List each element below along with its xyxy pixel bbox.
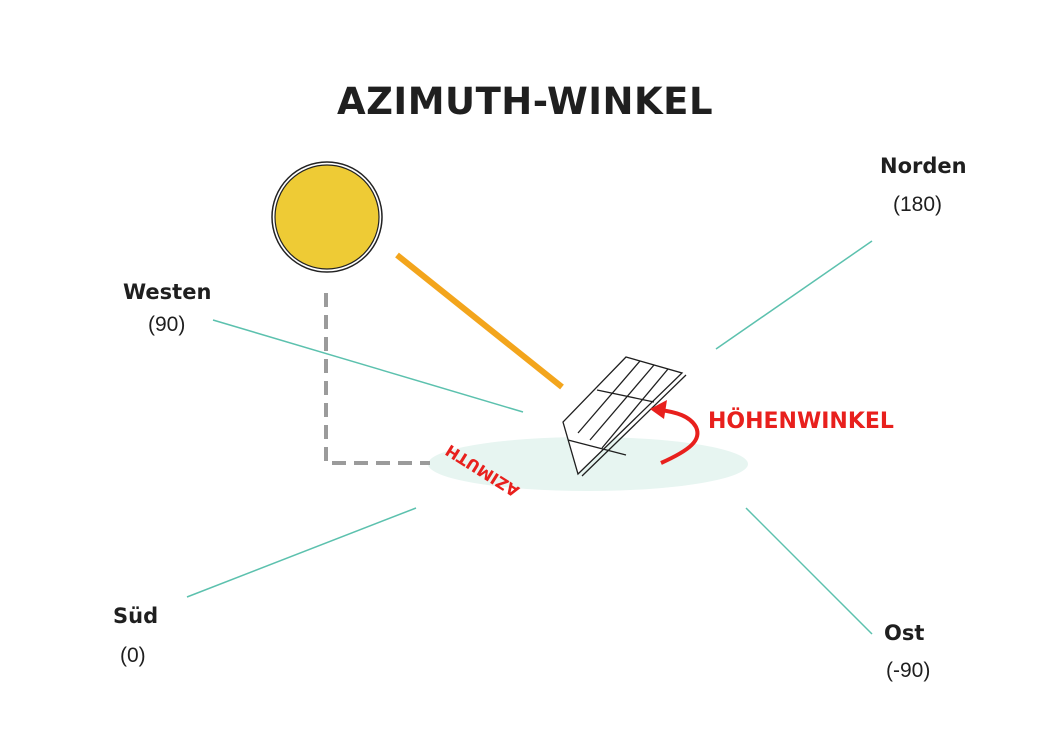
- west-line: [212, 319, 524, 413]
- elevation-arrow-icon: [650, 400, 700, 465]
- east-degree: (-90): [886, 659, 931, 682]
- solar-panel-icon: [562, 356, 687, 477]
- sun-projection-dashed: [324, 293, 430, 465]
- diagram-title: AZIMUTH-WINKEL: [336, 80, 714, 123]
- sun-ray: [395, 252, 564, 390]
- west-label: Westen: [123, 280, 212, 304]
- south-label: Süd: [113, 604, 159, 628]
- south-line: [186, 507, 417, 598]
- east-label: Ost: [884, 621, 925, 645]
- north-line: [715, 240, 873, 350]
- west-degree: (90): [148, 313, 186, 336]
- south-degree: (0): [120, 644, 146, 667]
- north-label: Norden: [880, 154, 967, 178]
- elevation-label: HÖHENWINKEL: [708, 408, 894, 434]
- sun-icon: [271, 161, 383, 273]
- north-degree: (180): [893, 193, 943, 216]
- east-line: [745, 507, 873, 635]
